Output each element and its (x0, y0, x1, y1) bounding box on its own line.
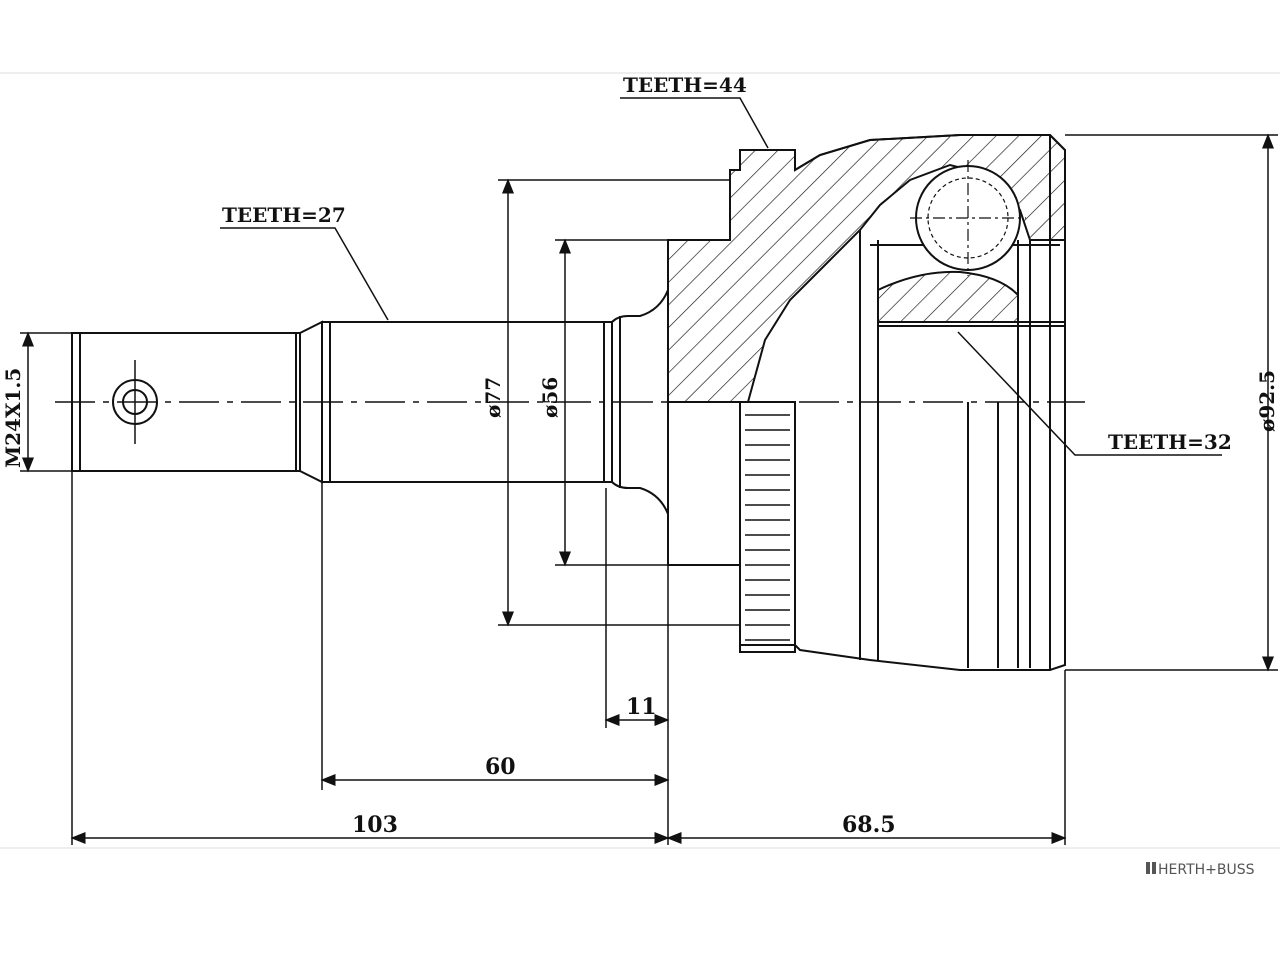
label-teeth-27: TEETH=27 (222, 203, 346, 227)
brand-text: HERTH+BUSS (1158, 862, 1255, 878)
dimension-lines (20, 97, 1278, 845)
abs-ring (739, 401, 796, 653)
label-teeth-32: TEETH=32 (1108, 430, 1232, 454)
inner-race-hatch (877, 270, 1019, 323)
dimension-60: 60 (485, 754, 516, 780)
label-thread: M24X1.5 (1, 368, 25, 468)
label-teeth-44: TEETH=44 (623, 73, 747, 97)
herth-buss-logo: HERTH+BUSS (1146, 862, 1255, 878)
abs-ring-teeth (745, 414, 790, 641)
dimension-11: 11 (626, 694, 657, 720)
dimension-68-5: 68.5 (842, 812, 896, 838)
label-dia-77: ø77 (481, 377, 505, 418)
ball-bearing (910, 160, 1026, 276)
dimension-103: 103 (352, 812, 398, 838)
label-dia-56: ø56 (538, 377, 562, 418)
label-dia-92-5: ø92.5 (1255, 370, 1279, 432)
hatched-section (667, 134, 1066, 403)
